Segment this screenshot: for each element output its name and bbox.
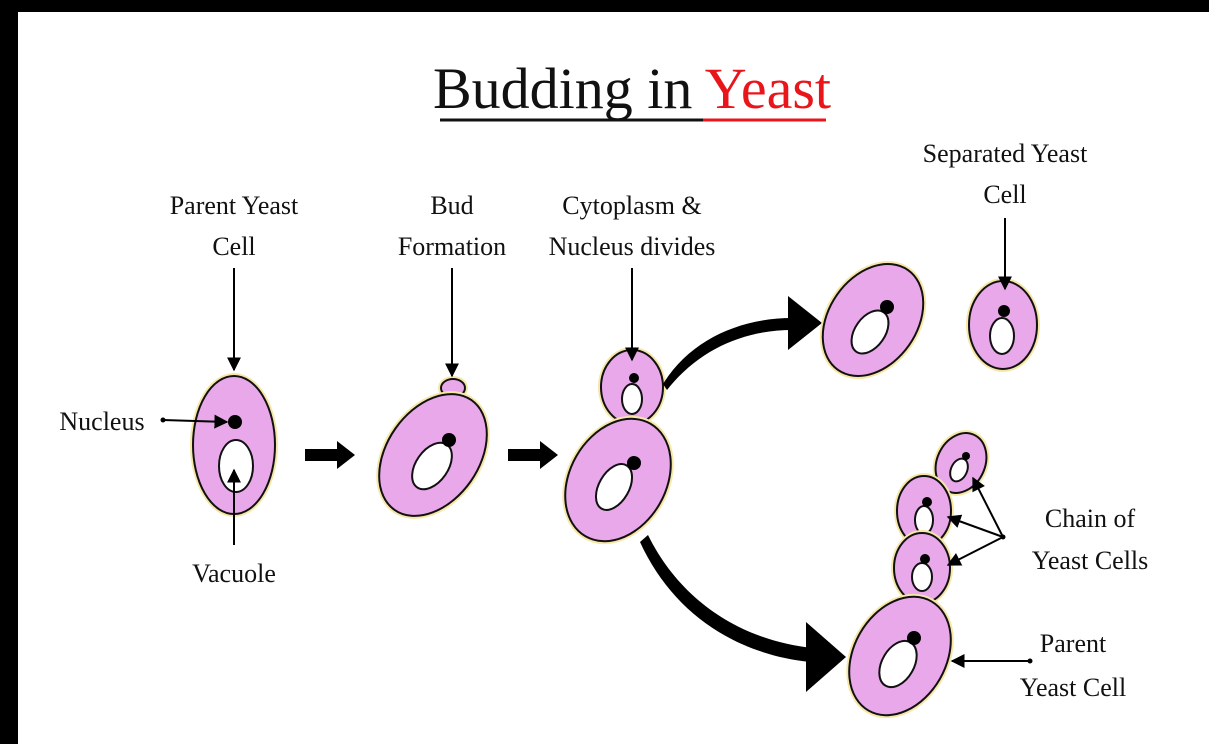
step-arrow-2-shaft (508, 449, 542, 461)
nucleus-dot (922, 497, 932, 507)
bud-formation-cell (353, 370, 514, 541)
step-arrow-1 (305, 441, 355, 469)
label-parent-cell-line1: Parent Yeast (170, 191, 299, 220)
curved-arrow-up-head (788, 296, 822, 350)
chain-parent-cell (825, 574, 976, 737)
step-arrow-2-head (540, 441, 558, 469)
label-bud-line2: Formation (398, 232, 506, 261)
nucleus-dot (907, 631, 921, 645)
label-parent-cell-line2: Cell (212, 232, 255, 261)
label-divides: Cytoplasm & Nucleus divides (549, 191, 716, 360)
curved-arrow-down (640, 535, 846, 692)
parent2-pointer-dot (1028, 659, 1033, 664)
separated-large-cell (798, 241, 948, 400)
nucleus-dot (627, 456, 641, 470)
chain-cell-2 (891, 530, 953, 606)
label-chain: Chain of Yeast Cells (948, 478, 1148, 575)
title-text: Budding in Yeast (433, 56, 831, 121)
label-parent-cell: Parent Yeast Cell (170, 191, 299, 370)
step-arrow-1-shaft (305, 449, 339, 461)
nucleus-dot (920, 554, 930, 564)
title-part1: Budding in (433, 56, 705, 121)
label-divides-line1: Cytoplasm & (562, 191, 701, 220)
step-arrow-2 (508, 441, 558, 469)
label-parent-2: Parent Yeast Cell (952, 629, 1126, 702)
curved-arrow-up-shaft (663, 318, 792, 390)
separated-small-cell (966, 278, 1040, 372)
curved-arrow-down-head (806, 622, 846, 692)
nucleus-pointer-dot (161, 418, 166, 423)
title: Budding in Yeast (433, 56, 831, 121)
curved-arrow-down-shaft (640, 535, 812, 662)
label-chain-line1: Chain of (1045, 504, 1136, 533)
label-bud-line1: Bud (430, 191, 473, 220)
label-divides-line2: Nucleus divides (549, 232, 716, 261)
vacuole-shape (219, 440, 253, 492)
label-nucleus-text: Nucleus (59, 407, 144, 436)
vacuole-shape (915, 506, 933, 534)
chain-pointer-3 (948, 537, 1003, 565)
chain-pointer-dot (1001, 535, 1006, 540)
label-chain-line2: Yeast Cells (1032, 546, 1149, 575)
title-part2: Yeast (705, 56, 831, 121)
nucleus-dot (880, 300, 894, 314)
budding-diagram: Budding in Yeast Parent Yeast Cell Nucle… (18, 12, 1209, 744)
daughter-nucleus (629, 373, 639, 383)
label-separated: Separated Yeast Cell (923, 139, 1088, 289)
vacuole-shape (990, 318, 1014, 354)
label-bud-formation: Bud Formation (398, 191, 506, 376)
label-separated-line1: Separated Yeast (923, 139, 1088, 168)
nucleus-dot (998, 305, 1010, 317)
label-vacuole-text: Vacuole (192, 559, 276, 588)
curved-arrow-up (663, 296, 822, 390)
diagram-canvas: Budding in Yeast Parent Yeast Cell Nucle… (18, 12, 1209, 744)
nucleus-dot (228, 415, 242, 429)
label-parent2-line2: Yeast Cell (1020, 673, 1126, 702)
nucleus-dot (962, 452, 970, 460)
daughter-vacuole (622, 384, 642, 414)
label-separated-line2: Cell (983, 180, 1026, 209)
vacuole-shape (912, 563, 932, 591)
step-arrow-1-head (337, 441, 355, 469)
nucleus-dot (442, 433, 456, 447)
label-parent2-line1: Parent (1040, 629, 1107, 658)
